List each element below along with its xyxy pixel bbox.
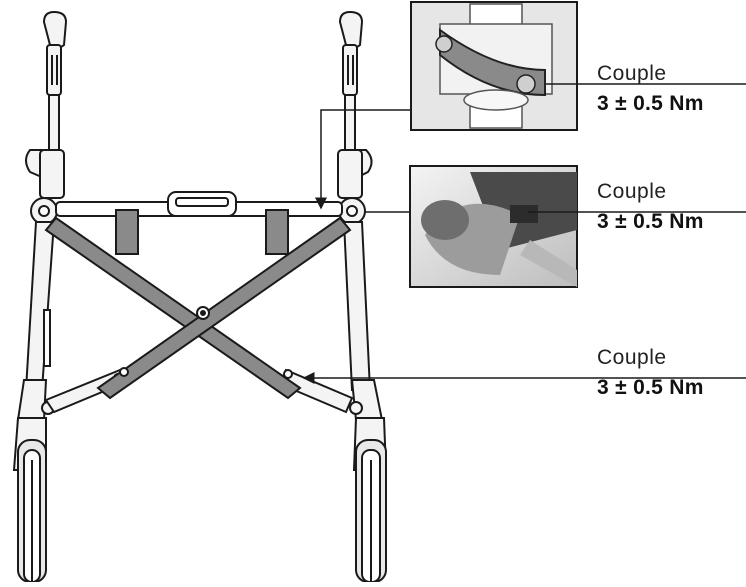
torque-value: 3 ± 0.5 Nm [597, 92, 704, 115]
left-frame [12, 10, 128, 583]
cross-brace [44, 216, 352, 400]
callout-label: Couple [597, 62, 667, 85]
torque-value: 3 ± 0.5 Nm [597, 376, 704, 399]
callout-middle: Couple 3 ± 0.5 Nm [597, 180, 746, 234]
torque-value: 3 ± 0.5 Nm [597, 210, 704, 233]
right-frame [278, 10, 388, 583]
callout-top: Couple 3 ± 0.5 Nm [597, 62, 746, 116]
callout-bottom: Couple 3 ± 0.5 Nm [597, 346, 746, 400]
detail-inset-pivot-photo [409, 165, 578, 288]
detail-inset-bracket [410, 1, 578, 131]
callout-label: Couple [597, 180, 667, 203]
callout-label: Couple [597, 346, 667, 369]
seat-crossbar [55, 191, 343, 255]
callout-leaders [302, 83, 746, 384]
